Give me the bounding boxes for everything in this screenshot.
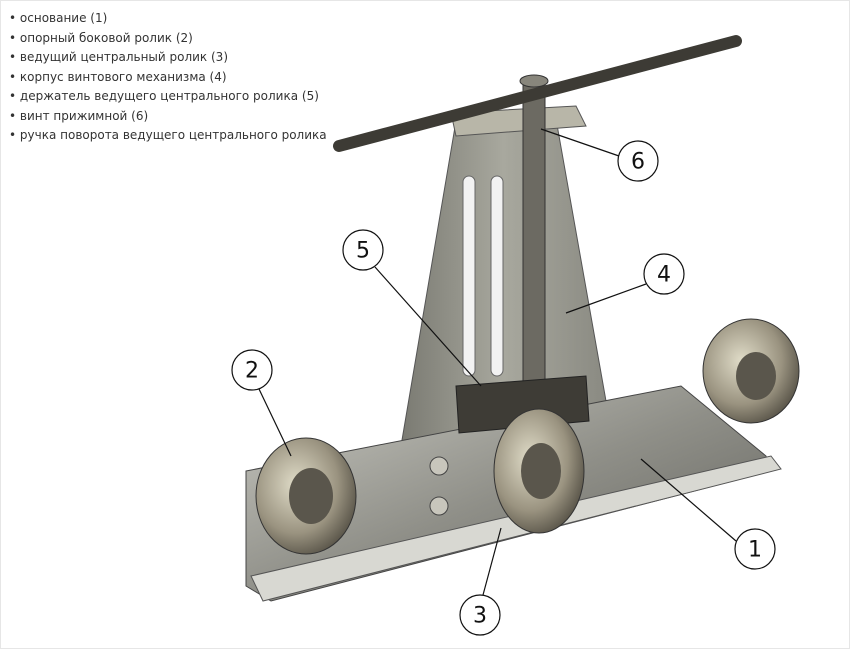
svg-text:1: 1 bbox=[748, 538, 762, 563]
legend-item: основание (1) bbox=[9, 9, 327, 29]
roller-hub bbox=[289, 468, 333, 524]
callout-3: 3 bbox=[459, 594, 501, 636]
svg-text:5: 5 bbox=[356, 239, 370, 264]
bolt bbox=[429, 496, 449, 516]
parts-legend: основание (1) опорный боковой ролик (2) … bbox=[9, 9, 327, 146]
callout-5: 5 bbox=[342, 229, 384, 271]
roller-hub bbox=[736, 352, 776, 400]
leader-lines bbox=[258, 128, 737, 596]
clamp-screw bbox=[522, 80, 546, 382]
svg-text:6: 6 bbox=[631, 150, 645, 175]
base-flange bbox=[250, 455, 782, 602]
tower-slot bbox=[462, 175, 476, 377]
legend-item: ручка поворота ведущего центрального рол… bbox=[9, 126, 327, 146]
screw-cap bbox=[519, 74, 549, 88]
legend-item: ведущий центральный ролик (3) bbox=[9, 48, 327, 68]
callout-6: 6 bbox=[617, 140, 659, 182]
legend-item: опорный боковой ролик (2) bbox=[9, 29, 327, 49]
legend-item: держатель ведущего центрального ролика (… bbox=[9, 87, 327, 107]
callout-2: 2 bbox=[231, 349, 273, 391]
callout-4: 4 bbox=[643, 253, 685, 295]
svg-text:3: 3 bbox=[473, 604, 487, 629]
handle-bar bbox=[333, 35, 742, 152]
bolt bbox=[429, 456, 449, 476]
legend-item: винт прижимной (6) bbox=[9, 107, 327, 127]
callout-1: 1 bbox=[734, 528, 776, 570]
legend-item: корпус винтового механизма (4) bbox=[9, 68, 327, 88]
roller-hub bbox=[521, 443, 561, 499]
svg-text:4: 4 bbox=[657, 263, 671, 288]
tower-slot bbox=[490, 175, 504, 377]
svg-text:2: 2 bbox=[245, 359, 259, 384]
